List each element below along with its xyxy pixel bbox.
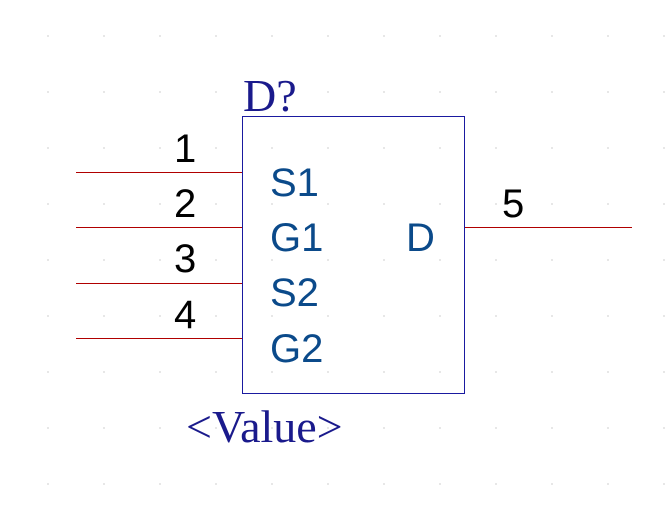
component-value[interactable]: <Value> — [186, 401, 343, 452]
pin-5-name: D — [406, 216, 435, 260]
pin-5-number: 5 — [502, 182, 524, 226]
pin-2-name: G1 — [270, 216, 323, 260]
pin-3-name: S2 — [270, 271, 319, 315]
pin-4-number: 4 — [174, 293, 196, 337]
pin-4-name: G2 — [270, 327, 323, 371]
pin-1-number: 1 — [174, 127, 196, 171]
pin-3-number: 3 — [174, 237, 196, 281]
component-body[interactable] — [242, 116, 465, 394]
component-designator[interactable]: D? — [243, 70, 297, 121]
pin-2-number: 2 — [174, 182, 196, 226]
pin-1-name: S1 — [270, 161, 319, 205]
